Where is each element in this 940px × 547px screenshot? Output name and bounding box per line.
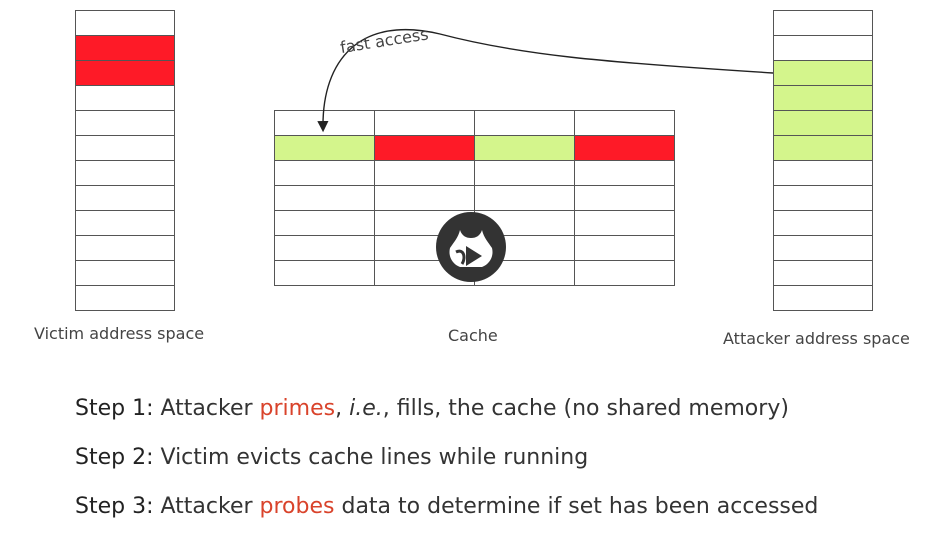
attacker-row [773, 85, 873, 111]
victim-row [75, 160, 175, 186]
arrow-label: fast access [339, 24, 430, 57]
attacker-row [773, 260, 873, 286]
step-label: Step 1: [75, 396, 154, 421]
attacker-row [773, 110, 873, 136]
victim-row [75, 185, 175, 211]
step-highlight: probes [259, 494, 335, 519]
step-text-post: , fills, the cache (no shared memory) [382, 396, 789, 421]
cache-cell [574, 160, 675, 186]
steps-list: Step 1: Attacker primes, i.e., fills, th… [75, 392, 818, 539]
attacker-row [773, 60, 873, 86]
step-text-mid: , [335, 396, 343, 421]
cache-cell [574, 235, 675, 261]
step-label: Step 3: [75, 494, 154, 519]
victim-row [75, 85, 175, 111]
cache-cell [574, 110, 675, 136]
victim-row [75, 210, 175, 236]
step-text: Victim evicts cache lines while running [160, 445, 589, 470]
cache-caption: Cache [448, 326, 498, 345]
step-highlight: primes [259, 396, 336, 421]
cache-cell [374, 185, 475, 211]
step-text: Attacker [160, 494, 253, 519]
victim-caption: Victim address space [34, 324, 205, 343]
cache-cell [574, 260, 675, 286]
step-text: Attacker [160, 396, 253, 421]
cache-cell [374, 160, 475, 186]
step-3: Step 3: Attacker probes data to determin… [75, 490, 818, 539]
step-1: Step 1: Attacker primes, i.e., fills, th… [75, 392, 818, 441]
attacker-caption: Attacker address space [723, 329, 910, 348]
step-text-post: data to determine if set has been access… [334, 494, 819, 519]
cache-cell [574, 135, 675, 161]
cache-cell [374, 110, 475, 136]
video-play-icon [449, 230, 493, 267]
victim-row [75, 260, 175, 286]
attacker-row [773, 35, 873, 61]
cache-cell [574, 210, 675, 236]
step-label: Step 2: [75, 445, 154, 470]
attacker-row [773, 285, 873, 311]
attacker-row [773, 235, 873, 261]
step-2: Step 2: Victim evicts cache lines while … [75, 441, 818, 490]
cache-cell [274, 235, 375, 261]
step-italic: i.e. [349, 396, 383, 421]
cache-cell [474, 185, 575, 211]
victim-row [75, 285, 175, 311]
cache-cell [274, 260, 375, 286]
attacker-row [773, 185, 873, 211]
arrow-path [317, 29, 774, 133]
video-play-button[interactable] [436, 212, 506, 282]
victim-row [75, 35, 175, 61]
